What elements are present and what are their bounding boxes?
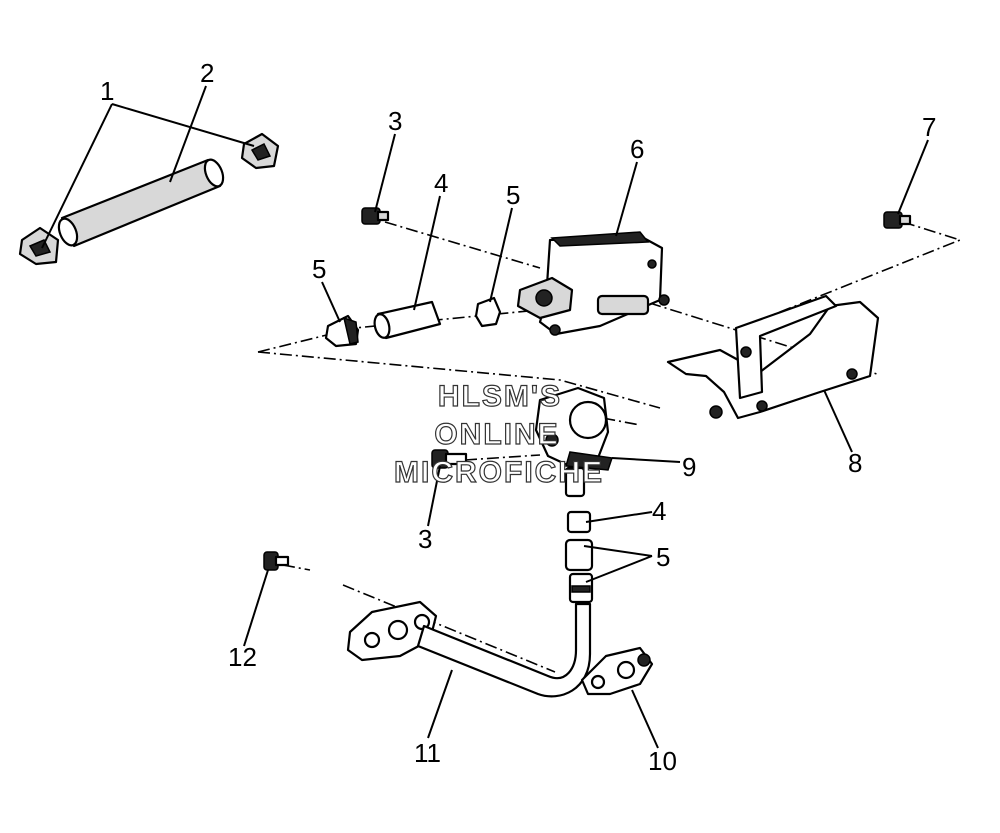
part-1-end-cap-right bbox=[240, 132, 280, 170]
part-6-valve bbox=[516, 231, 670, 336]
callout-4-top: 4 bbox=[434, 168, 448, 198]
part-5-fitting-lower bbox=[568, 572, 594, 604]
callout-8: 8 bbox=[848, 448, 862, 478]
part-12-screw bbox=[263, 551, 290, 571]
watermark-line-1: HLSM'S bbox=[438, 380, 562, 413]
watermark-line-3: MICROFICHE bbox=[394, 456, 604, 489]
callout-10: 10 bbox=[648, 746, 677, 776]
callout-1: 1 bbox=[100, 76, 114, 106]
callout-5-top: 5 bbox=[506, 180, 520, 210]
part-1-end-cap-left bbox=[18, 226, 60, 266]
leader-lines bbox=[41, 85, 929, 749]
part-9-control-valve bbox=[534, 386, 613, 498]
callout-3-top: 3 bbox=[388, 106, 402, 136]
watermark-line-2: ONLINE bbox=[434, 418, 559, 451]
callout-9: 9 bbox=[682, 452, 696, 482]
part-5-cap-middle bbox=[474, 296, 502, 328]
part-4-sleeve bbox=[373, 300, 442, 340]
callout-11: 11 bbox=[414, 738, 441, 768]
part-5-cap-left bbox=[324, 314, 360, 348]
callout-2: 2 bbox=[200, 58, 214, 88]
part-7-screw bbox=[883, 211, 912, 229]
watermark: HLSM'S ONLINE MICROFICHE bbox=[393, 379, 604, 489]
part-10-gasket bbox=[580, 646, 654, 696]
part-2-hose bbox=[57, 158, 225, 248]
callout-7: 7 bbox=[922, 112, 936, 142]
callout-4-lower: 4 bbox=[652, 496, 666, 526]
callout-5-left: 5 bbox=[312, 254, 326, 284]
callout-12: 12 bbox=[228, 642, 257, 672]
callout-5-lower: 5 bbox=[656, 542, 670, 572]
part-5-fitting-upper bbox=[564, 538, 594, 572]
part-11-pipe bbox=[346, 600, 592, 698]
part-8-bracket bbox=[666, 294, 880, 420]
callout-6: 6 bbox=[630, 134, 644, 164]
callout-3-lower: 3 bbox=[418, 524, 432, 554]
